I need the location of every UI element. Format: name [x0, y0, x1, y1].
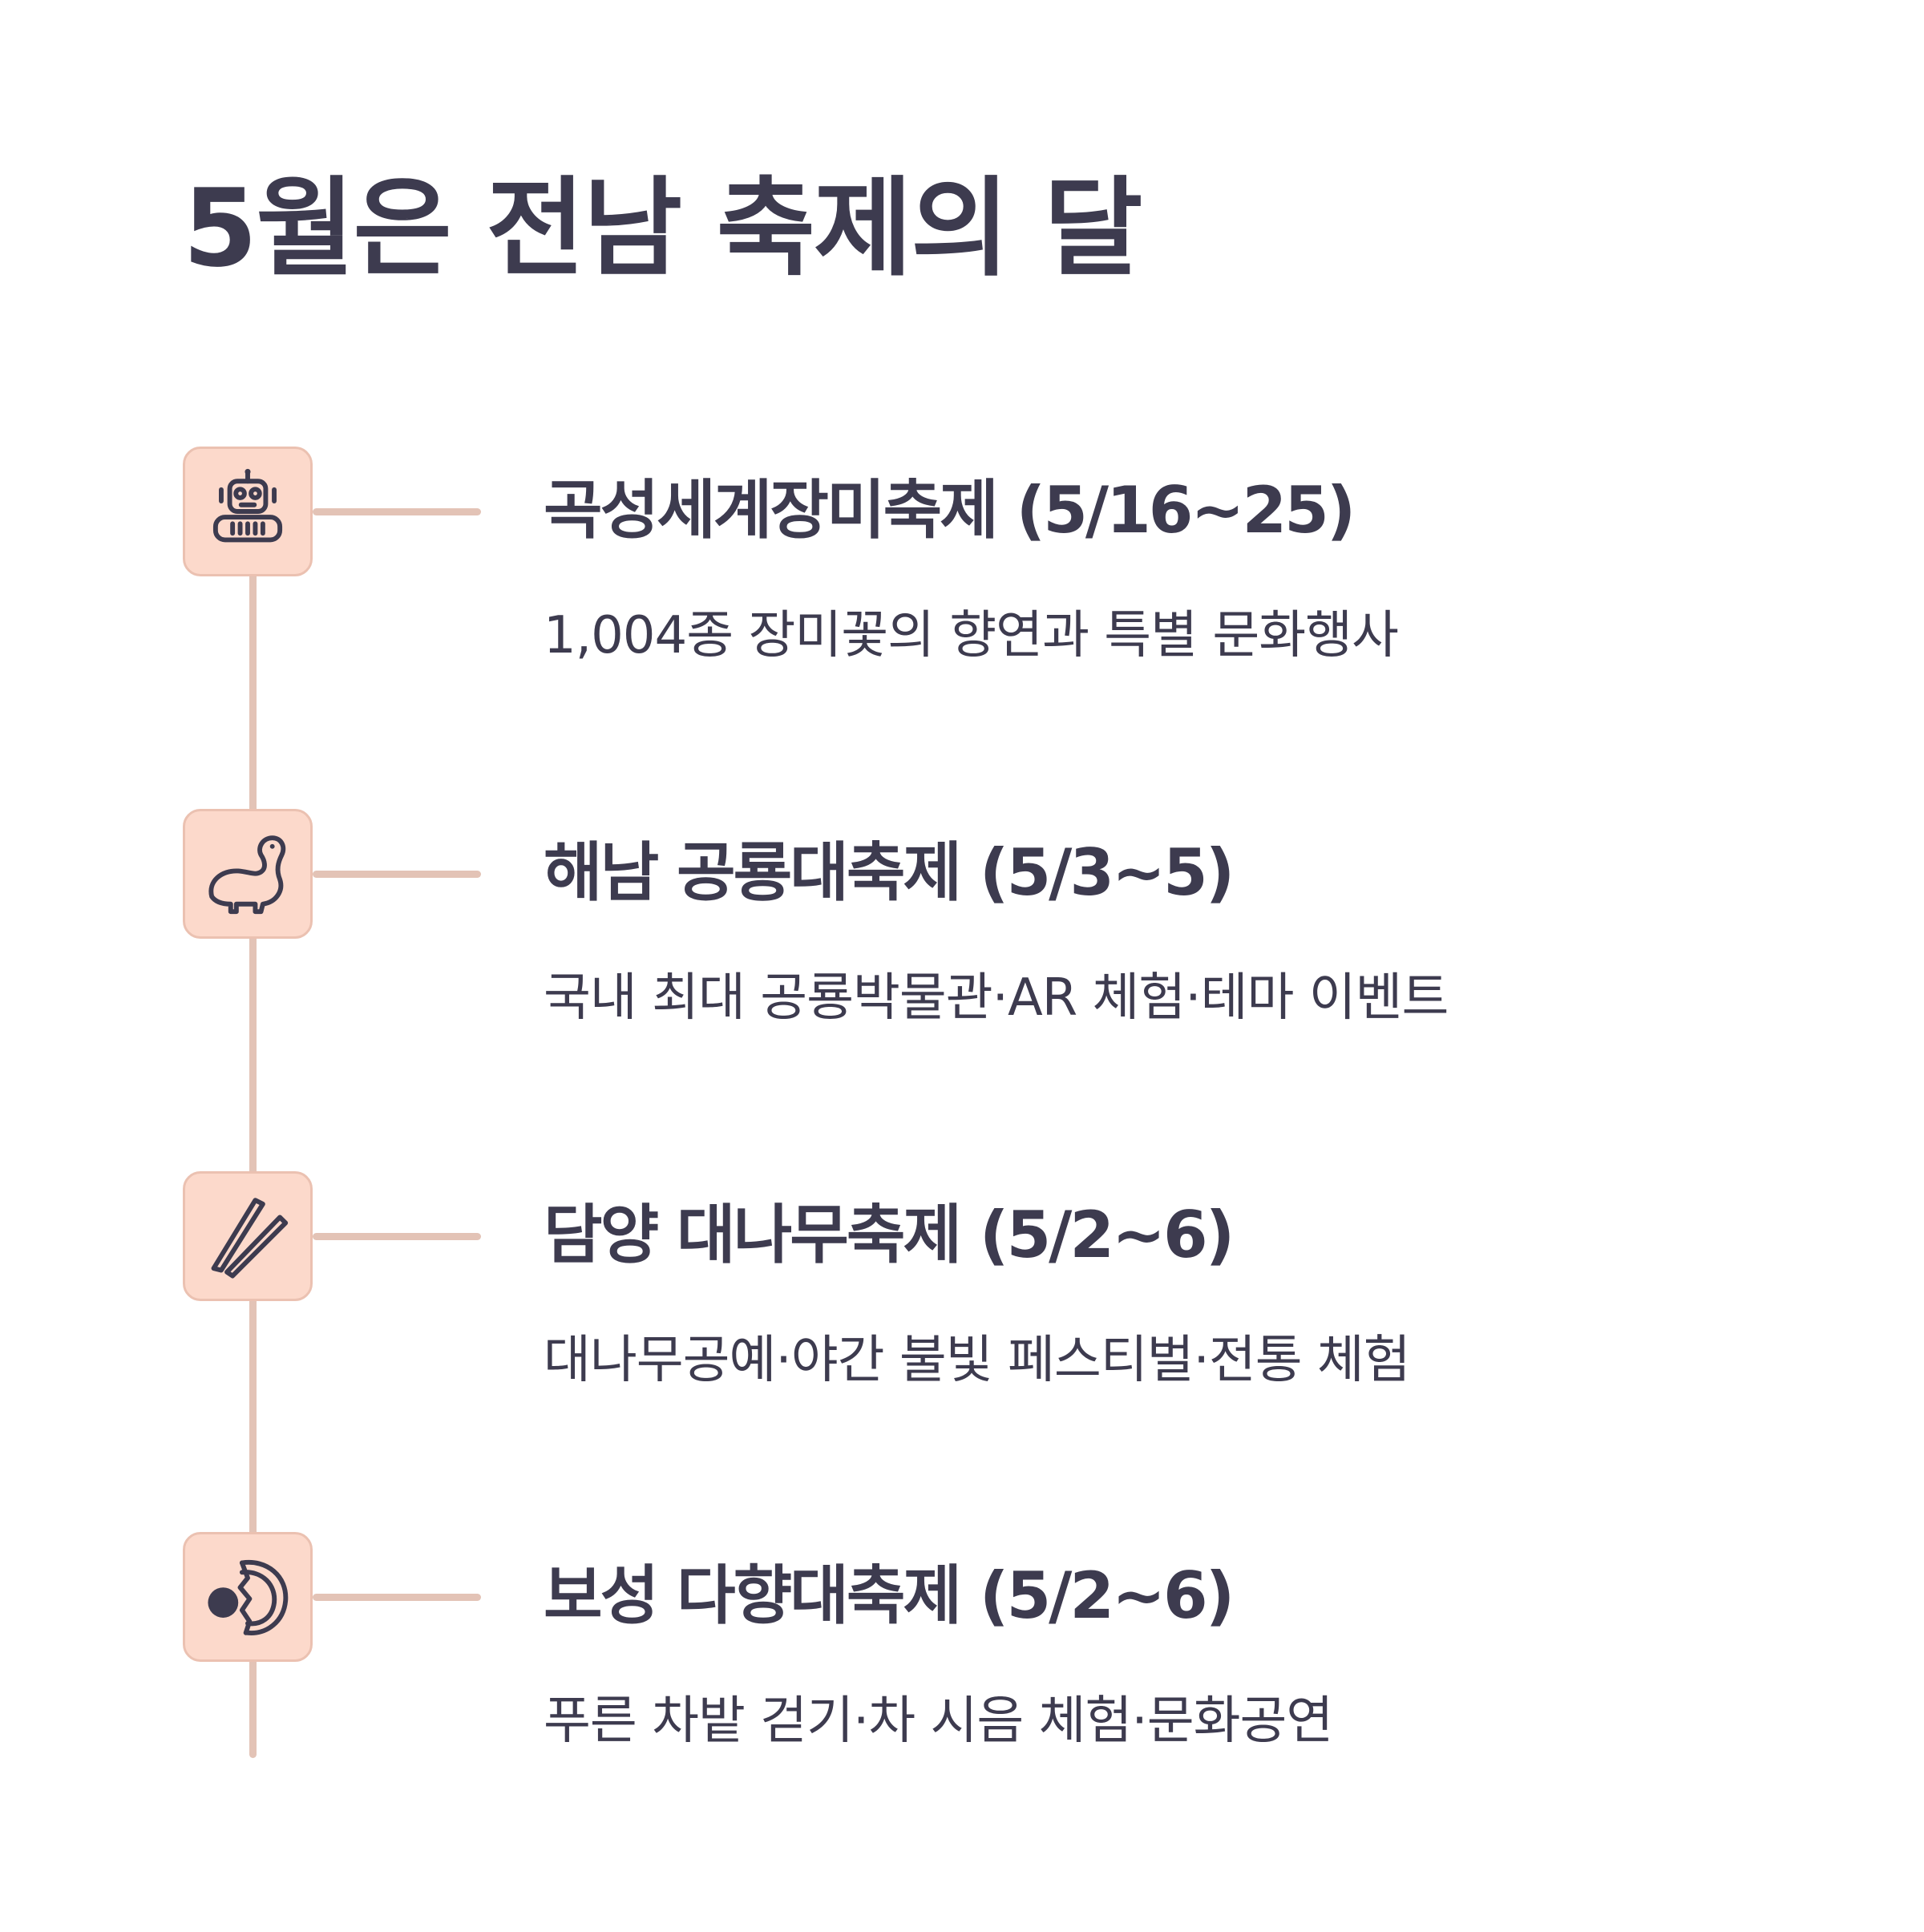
connector-line [313, 1594, 481, 1601]
connector-line [313, 1233, 481, 1240]
timeline-item: 보성 다향대축제 (5/2~6) 푸른 차밭 걷기·차 시음 체험·문화공연 [0, 1532, 1924, 1797]
icon-tile [183, 447, 313, 576]
festival-description: 국내 최대 공룡박물관·AR 체험·테마 이벤트 [544, 968, 1449, 1028]
festival-title: 담양 대나무축제 (5/2~6) [544, 1198, 1235, 1272]
timeline-item: 해남 공룡대축제 (5/3~5) 국내 최대 공룡박물관·AR 체험·테마 이벤… [0, 809, 1924, 1073]
festival-title: 해남 공룡대축제 (5/3~5) [544, 835, 1235, 910]
festival-description: 푸른 차밭 걷기·차 시음 체험·문화공연 [544, 1692, 1333, 1751]
icon-tile [183, 1171, 313, 1301]
listening-head-icon [208, 1559, 289, 1635]
festival-title: 곡성세계장미축제 (5/16~25) [544, 473, 1356, 548]
festival-description: 1,004종 장미꽃의 향연과 특별 문화행사 [544, 606, 1399, 665]
icon-tile [183, 809, 313, 939]
timeline-spine [249, 513, 257, 1758]
robot-icon [212, 468, 283, 543]
timeline-item: 곡성세계장미축제 (5/16~25) 1,004종 장미꽃의 향연과 특별 문화… [0, 447, 1924, 711]
connector-line [313, 508, 481, 515]
timeline-item: 담양 대나무축제 (5/2~6) 대나무공예·야간 불빛 페스티벌·전통 체험 [0, 1171, 1924, 1436]
connector-line [313, 871, 481, 878]
festival-title: 보성 다향대축제 (5/2~6) [544, 1558, 1235, 1633]
icon-tile [183, 1532, 313, 1662]
page-title: 5월은 전남 축제의 달 [183, 166, 1142, 291]
chopsticks-icon [211, 1198, 289, 1279]
dinosaur-icon [208, 835, 286, 915]
festival-description: 대나무공예·야간 불빛 페스티벌·전통 체험 [544, 1331, 1411, 1390]
